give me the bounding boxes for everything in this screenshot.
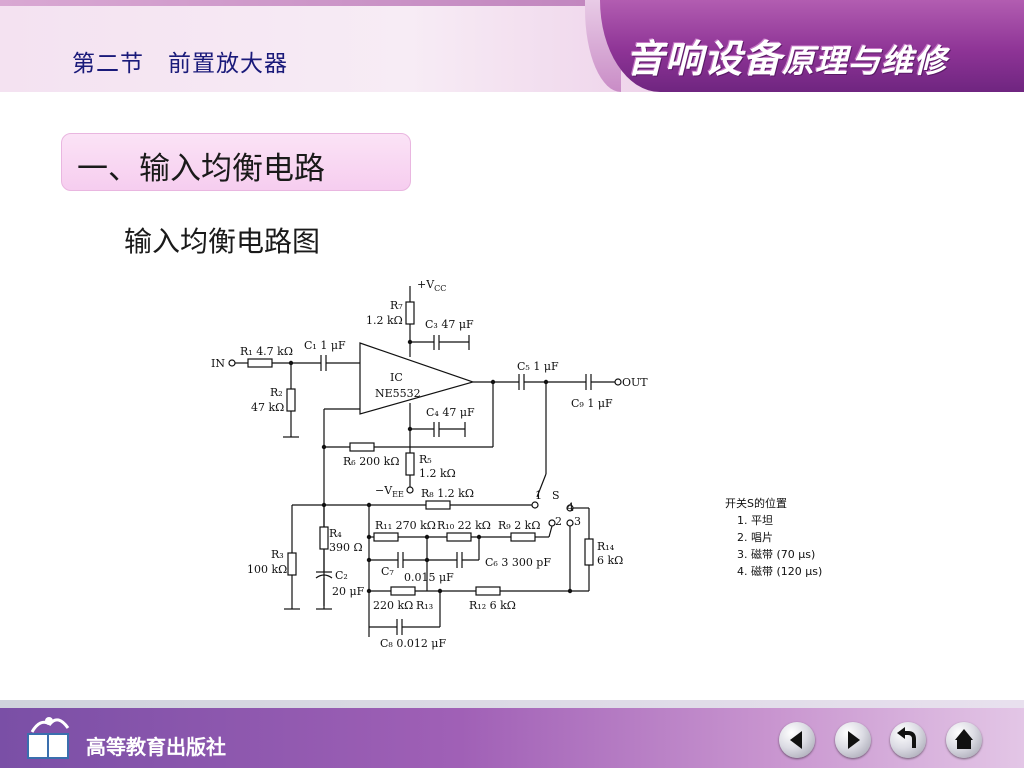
circuit-diagram: +VCC R₇ 1.2 kΩ C₃ 47 μF IN R₁ 4.7 kΩ C₁ … bbox=[197, 269, 833, 657]
switch-legend-item: 4. 磁带 (120 μs) bbox=[737, 565, 822, 578]
brand-main: 音响设备 bbox=[626, 37, 783, 81]
c6-label: C₆ 3 300 pF bbox=[485, 556, 551, 569]
triangle-right-icon bbox=[848, 731, 860, 749]
r5-name: R₅ bbox=[419, 453, 432, 466]
r12-label: R₁₂ 6 kΩ bbox=[469, 599, 516, 612]
r3-value: 100 kΩ bbox=[247, 563, 287, 576]
c4-label: C₄ 47 μF bbox=[426, 406, 475, 419]
junction-dots bbox=[288, 339, 573, 594]
header-brand-panel bbox=[600, 0, 1024, 92]
triangle-left-icon bbox=[790, 731, 802, 749]
switch-pos-4: 4 bbox=[567, 501, 574, 514]
header-bar bbox=[0, 0, 1024, 92]
r1-label: R₁ 4.7 kΩ bbox=[240, 345, 293, 358]
header-top-line bbox=[0, 0, 1024, 6]
c3-label: C₃ 47 μF bbox=[425, 318, 474, 331]
c9-label: C₉ 1 μF bbox=[571, 397, 613, 410]
c5-label: C₅ 1 μF bbox=[517, 360, 559, 373]
r6-label: R₆ 200 kΩ bbox=[343, 455, 399, 468]
circuit-svg: +VCC R₇ 1.2 kΩ C₃ 47 μF IN R₁ 4.7 kΩ C₁ … bbox=[211, 278, 822, 650]
vee-label: −VEE bbox=[375, 484, 404, 499]
r7-value: 1.2 kΩ bbox=[366, 314, 403, 327]
prev-slide-button[interactable] bbox=[779, 722, 815, 758]
c1-label: C₁ 1 μF bbox=[304, 339, 346, 352]
c8-label: C₈ 0.012 μF bbox=[380, 637, 446, 650]
r7-name: R₇ bbox=[390, 299, 403, 312]
footer-top-line bbox=[0, 700, 1024, 708]
r2-value: 47 kΩ bbox=[251, 401, 284, 414]
ic-label: IC bbox=[390, 371, 403, 384]
r13-name: R₁₃ bbox=[416, 599, 433, 612]
c2-name: C₂ bbox=[335, 569, 348, 582]
section-title: 第二节 前置放大器 bbox=[72, 51, 288, 77]
in-label: IN bbox=[211, 357, 225, 370]
ic-part: NE5532 bbox=[375, 387, 421, 400]
r14-value: 6 kΩ bbox=[597, 554, 623, 567]
switch-name: S bbox=[552, 489, 560, 502]
r10-label: R₁₀ 22 kΩ bbox=[437, 519, 491, 532]
brand-title: 音响设备原理与维修 bbox=[626, 28, 947, 83]
r8-label: R₈ 1.2 kΩ bbox=[421, 487, 474, 500]
slide-heading: 一、输入均衡电路 bbox=[77, 151, 325, 187]
switch-legend-item: 3. 磁带 (70 μs) bbox=[737, 548, 815, 561]
vcc-label: +VCC bbox=[417, 278, 446, 293]
home-icon bbox=[955, 729, 973, 749]
c2-value: 20 μF bbox=[332, 585, 365, 598]
return-arrow-icon bbox=[897, 727, 916, 748]
c7-value: 0.015 μF bbox=[404, 571, 454, 584]
heading-box bbox=[61, 133, 411, 191]
r4-value: 390 Ω bbox=[329, 541, 363, 554]
figure-caption: 输入均衡电路图 bbox=[124, 225, 321, 258]
r13-value: 220 kΩ bbox=[373, 599, 413, 612]
return-button[interactable] bbox=[890, 722, 926, 758]
next-slide-button[interactable] bbox=[835, 722, 871, 758]
publisher-name: 高等教育出版社 bbox=[86, 735, 226, 759]
r9-label: R₉ 2 kΩ bbox=[498, 519, 540, 532]
publisher-logo-icon bbox=[22, 712, 76, 762]
r11-label: R₁₁ 270 kΩ bbox=[375, 519, 436, 532]
switch-legend-item: 2. 唱片 bbox=[737, 531, 773, 544]
r14-name: R₁₄ bbox=[597, 540, 615, 553]
home-button[interactable] bbox=[946, 722, 982, 758]
switch-pos-1: 1 bbox=[535, 489, 542, 502]
r3-name: R₃ bbox=[271, 548, 284, 561]
r5-value: 1.2 kΩ bbox=[419, 467, 456, 480]
r2-name: R₂ bbox=[270, 386, 283, 399]
switch-pos-2: 2 bbox=[555, 515, 562, 528]
r4-name: R₄ bbox=[329, 527, 342, 540]
switch-pos-3: 3 bbox=[574, 515, 581, 528]
brand-sub: 原理与维修 bbox=[782, 42, 948, 80]
c7-label: C₇ bbox=[381, 565, 394, 578]
switch-legend-item: 1. 平坦 bbox=[737, 513, 773, 527]
out-label: OUT bbox=[622, 376, 648, 389]
switch-legend-title: 开关S的位置 bbox=[725, 496, 787, 510]
